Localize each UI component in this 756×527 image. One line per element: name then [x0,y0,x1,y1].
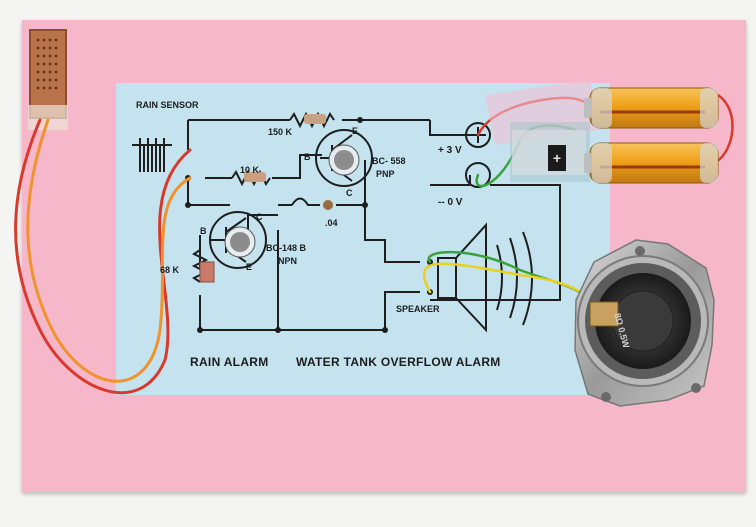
pnp-emitter-pin: E [352,126,359,136]
rain-sensor-title: RAIN SENSOR [136,100,199,110]
battery-bottom [584,142,719,184]
pnp-transistor [315,129,373,187]
caption-water-tank-alarm: WATER TANK OVERFLOW ALARM [296,355,501,369]
rain-sensor-pcb [28,29,68,130]
npn-part-label: BC-148 B [266,243,307,253]
resistor-150k-symbol [289,111,335,129]
supply-positive-label: + 3 V [438,145,462,156]
npn-base-pin: B [200,226,207,236]
speaker-symbol [437,222,533,333]
pnp-collector-pin: C [346,188,353,198]
battery-holder: + [485,80,600,182]
resistor-68k-label: 68 K [160,265,180,275]
terminal-positive [465,122,491,148]
supply-ground-label: -- 0 V [438,197,463,208]
npn-type-label: NPN [278,256,298,266]
npn-transistor [209,211,267,269]
speaker [574,239,715,407]
sensor-wires [14,118,192,395]
schematic-lines [132,119,561,331]
pnp-base-pin: B [304,152,311,162]
resistor-150k-label: 150 K [268,127,293,137]
resistor-68k-symbol [191,249,209,283]
capacitor-component [323,200,333,210]
battery-top [584,87,719,129]
resistor-150k-component [304,114,326,124]
pnp-type-label: PNP [376,169,395,179]
capacitor-label: .04 [325,218,338,228]
speaker-label: SPEAKER [396,304,440,314]
npn-emitter-pin: E [246,262,253,272]
solder-pads [185,117,433,333]
pnp-part-label: BC- 558 [372,156,406,166]
resistor-10k-component [244,172,266,182]
npn-collector-pin: C [256,212,263,222]
terminal-ground [465,162,491,188]
caption-rain-alarm: RAIN ALARM [190,355,269,369]
resistor-68k-component [199,261,215,283]
svg-text:+: + [553,150,561,166]
resistor-10k-label: 10 K [240,165,260,175]
